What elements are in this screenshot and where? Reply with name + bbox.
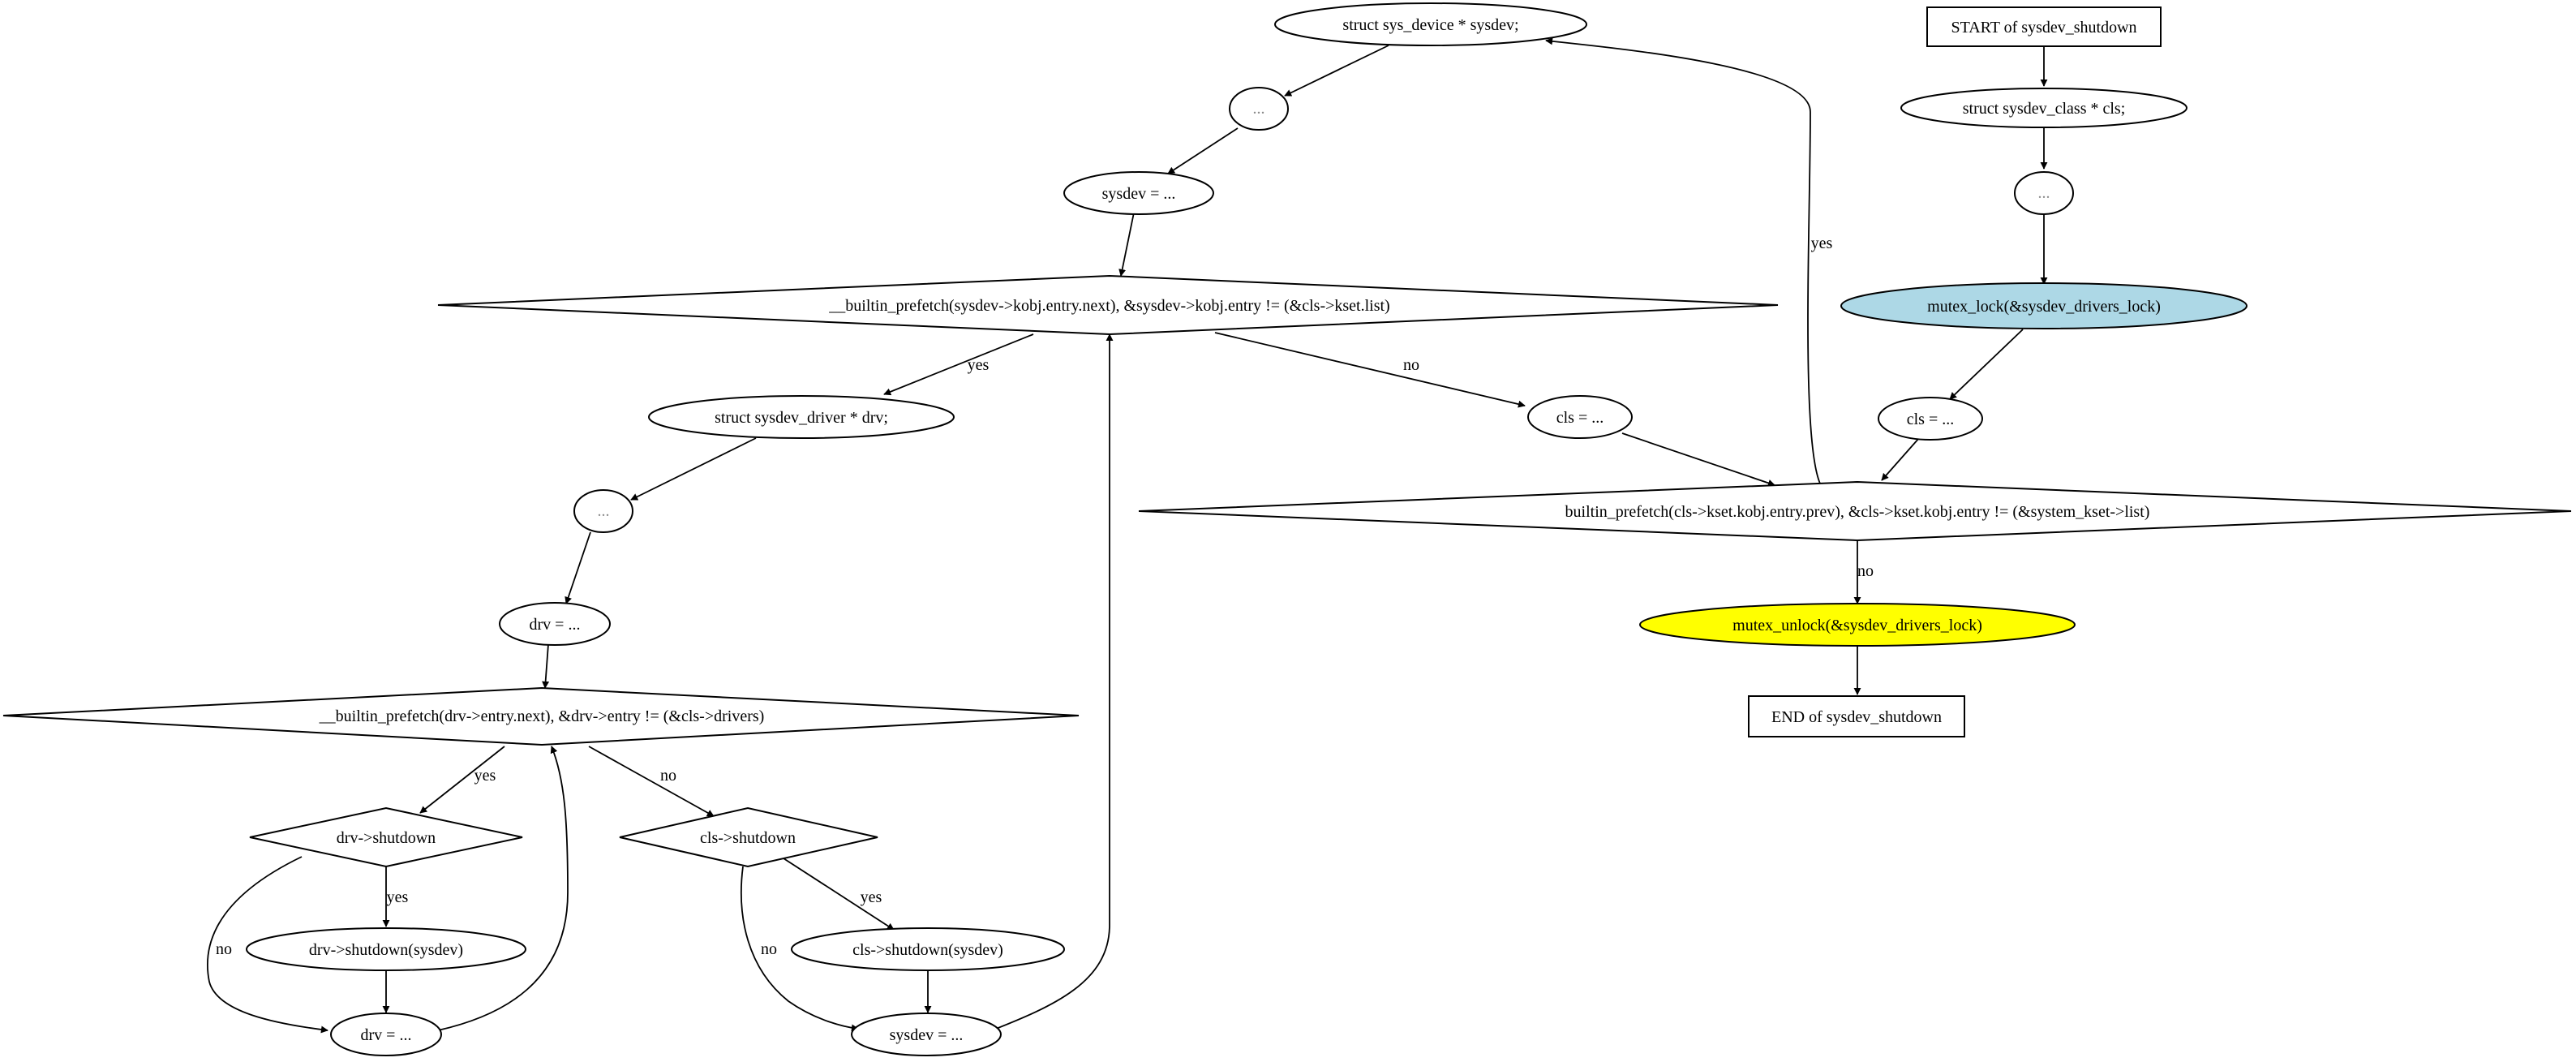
edge-drv-assign-to-loop-drv [542, 643, 550, 689]
edge-cls-assign-mid-to-loop-cls [1621, 432, 1775, 487]
node-cls-shutdown-call-label: cls->shutdown(sysdev) [852, 941, 1003, 959]
node-drv-shutdown-check: drv->shutdown [249, 806, 523, 868]
node-end: END of sysdev_shutdown [1748, 695, 1965, 737]
node-start: START of sysdev_shutdown [1926, 6, 2162, 47]
edge-decl-sysdev-to-dots [1284, 45, 1389, 97]
node-cls-assign-mid-label: cls = ... [1556, 409, 1604, 427]
node-drv-shutdown-check-label: drv->shutdown [337, 829, 436, 847]
node-loop-sysdev: __builtin_prefetch(sysdev->kobj.entry.ne… [437, 274, 1779, 336]
node-sysdev-next: sysdev = ... [851, 1013, 1002, 1056]
node-cls-shutdown-check: cls->shutdown [619, 806, 878, 868]
edge-decl-drv-to-dots [630, 437, 757, 501]
edge-dots-drv-to-drv-assign [565, 531, 591, 604]
label-yes-loop-sysdev: yes [968, 356, 990, 374]
node-sysdev-assign: sysdev = ... [1063, 171, 1214, 215]
node-loop-drv-label: __builtin_prefetch(drv->entry.next), &dr… [319, 707, 765, 725]
edge-dots-to-sysdev-assign [1167, 127, 1239, 174]
node-mutex-lock: mutex_lock(&sysdev_drivers_lock) [1840, 282, 2248, 329]
node-dots-top: ... [2014, 171, 2074, 215]
node-dots-sysdev-label: ... [1253, 100, 1265, 118]
node-decl-cls: struct sysdev_class * cls; [1900, 88, 2187, 128]
node-drv-shutdown-call: drv->shutdown(sysdev) [246, 927, 526, 971]
edge-loop-sysdev-yes-to-decl-drv [883, 333, 1034, 396]
node-cls-assign-right: cls = ... [1878, 397, 1983, 441]
edge-mutex-lock-to-cls-assign [1949, 329, 2024, 400]
edge-loop-cls-yes-to-decl-sysdev [1545, 37, 1821, 484]
node-dots-top-label: ... [2038, 184, 2050, 202]
edge-cls-check-yes-to-call [783, 858, 895, 931]
label-yes-loop-cls: yes [1811, 234, 1833, 252]
node-loop-cls: builtin_prefetch(cls->kset.kobj.entry.pr… [1138, 480, 2572, 542]
node-cls-assign-right-label: cls = ... [1907, 411, 1955, 428]
node-end-label: END of sysdev_shutdown [1771, 708, 1942, 726]
label-no-cls-check: no [761, 940, 777, 958]
node-decl-drv: struct sysdev_driver * drv; [648, 395, 955, 439]
node-drv-next-label: drv = ... [361, 1026, 412, 1044]
edge-loop-drv-no-to-cls-check [588, 746, 715, 817]
label-no-loop-cls: no [1857, 562, 1874, 580]
node-cls-shutdown-check-label: cls->shutdown [700, 829, 796, 847]
node-sysdev-next-label: sysdev = ... [890, 1026, 964, 1044]
node-dots-drv-label: ... [598, 502, 610, 520]
node-loop-sysdev-label: __builtin_prefetch(sysdev->kobj.entry.ne… [828, 297, 1389, 315]
node-decl-drv-label: struct sysdev_driver * drv; [715, 409, 888, 427]
edge-drv-check-no-to-drv-next [207, 856, 328, 1034]
label-no-drv-check: no [216, 940, 232, 958]
label-yes-cls-check: yes [861, 888, 882, 906]
node-decl-cls-label: struct sysdev_class * cls; [1963, 100, 2126, 118]
edge-loop-drv-yes-to-drv-check [419, 746, 505, 814]
node-loop-cls-label: builtin_prefetch(cls->kset.kobj.entry.pr… [1565, 503, 2150, 521]
edge-cls-assign-to-loop-cls [1881, 437, 1920, 481]
edges [207, 37, 2048, 1034]
edge-loop-sysdev-no-to-cls-assign [1214, 332, 1526, 408]
label-yes-drv-check: yes [387, 888, 409, 906]
label-no-loop-drv: no [660, 767, 676, 785]
node-drv-assign: drv = ... [499, 602, 611, 646]
node-cls-shutdown-call: cls->shutdown(sysdev) [791, 927, 1065, 971]
label-no-loop-sysdev: no [1403, 356, 1419, 374]
node-mutex-lock-label: mutex_lock(&sysdev_drivers_lock) [1927, 298, 2161, 316]
node-drv-next: drv = ... [330, 1013, 442, 1056]
node-mutex-unlock: mutex_unlock(&sysdev_drivers_lock) [1639, 603, 2076, 647]
node-mutex-unlock-label: mutex_unlock(&sysdev_drivers_lock) [1732, 617, 1982, 634]
node-sysdev-assign-label: sysdev = ... [1102, 185, 1176, 203]
edge-labels: yes no no yes yes no yes no yes no [216, 234, 1874, 958]
edge-sysdev-next-to-loop-sysdev [987, 333, 1114, 1033]
node-start-label: START of sysdev_shutdown [1951, 19, 2136, 37]
node-drv-shutdown-call-label: drv->shutdown(sysdev) [309, 941, 463, 959]
node-dots-sysdev: ... [1229, 87, 1289, 131]
node-decl-sysdev-label: struct sys_device * sysdev; [1342, 16, 1518, 34]
node-cls-assign-mid: cls = ... [1527, 395, 1633, 439]
edge-cls-check-no-to-sysdev-next [741, 866, 859, 1032]
node-loop-drv: __builtin_prefetch(drv->entry.next), &dr… [2, 686, 1080, 746]
label-yes-loop-drv: yes [474, 767, 496, 785]
node-dots-drv: ... [573, 489, 633, 533]
node-decl-sysdev: struct sys_device * sysdev; [1274, 2, 1587, 46]
node-drv-assign-label: drv = ... [530, 616, 581, 634]
edge-drv-next-to-loop-drv [437, 746, 569, 1031]
edge-sysdev-assign-to-loop-sysdev [1118, 212, 1135, 277]
